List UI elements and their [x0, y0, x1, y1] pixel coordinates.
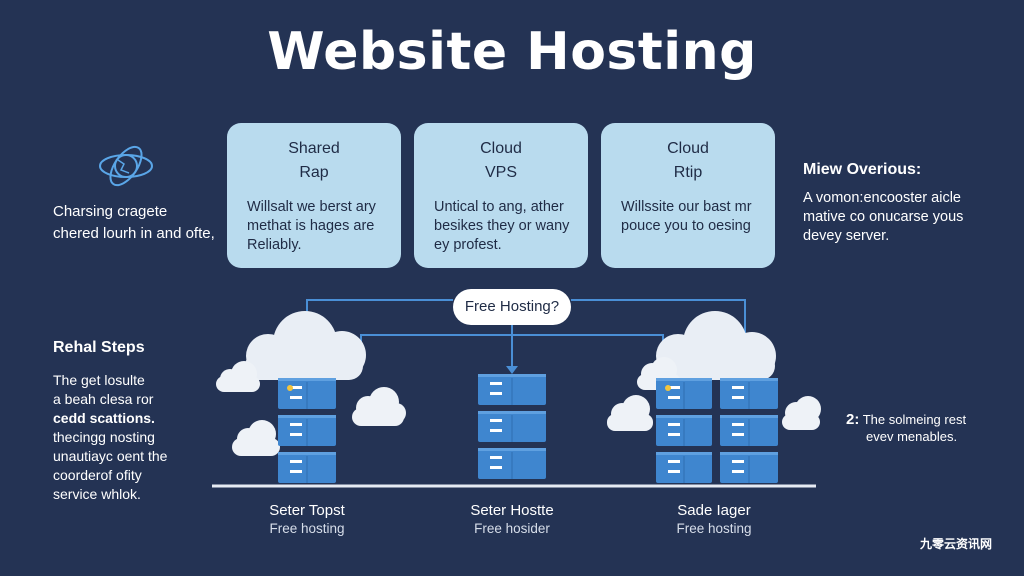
cloud-left: [245, 311, 366, 380]
plan-card-cloud-rtip[interactable]: Cloud Rtip Willssite our bast mr pouce y…: [601, 123, 775, 268]
card-desc-line: Willssite our bast mr: [621, 199, 752, 215]
plan-card-shared[interactable]: Shared Rap Willsalt we berst ary methat …: [227, 123, 401, 268]
text-line: thecingg nosting: [53, 429, 155, 445]
card-title: Cloud: [667, 140, 709, 157]
server-subtitle: Free hosider: [474, 521, 550, 536]
globe-icon: [99, 145, 153, 187]
server-title: Seter Topst: [269, 502, 345, 519]
text-line: mative co onucarse yous: [803, 209, 964, 225]
text-line: The solmeing rest: [862, 412, 967, 427]
text-line: coorderof ofity: [53, 467, 142, 483]
server-caption-center: Seter Hostte Free hosider: [437, 502, 587, 538]
card-title: Shared: [288, 140, 340, 157]
text-line: Charsing cragete: [53, 203, 168, 220]
server-rack-center: [478, 374, 546, 479]
card-subtitle: Rap: [299, 164, 329, 181]
card-subtitle: VPS: [484, 164, 517, 181]
panel-heading: Rehal Steps: [53, 339, 145, 356]
text-line: cedd scattions.: [53, 410, 155, 426]
left-top-text: Charsing cragete chered lourh in and oft…: [53, 201, 215, 245]
server-rack-right-b: [720, 378, 778, 483]
step-number: 2:: [846, 411, 860, 428]
card-desc-line: besikes they or wany: [434, 218, 570, 234]
card-description: Untical to ang, ather besikes they or wa…: [434, 198, 576, 255]
server-subtitle: Free hosting: [269, 521, 345, 536]
server-rack-right-a: [656, 378, 712, 483]
text-line: service whlok.: [53, 486, 141, 502]
server-caption-left: Seter Topst Free hosting: [232, 502, 382, 538]
plan-card-cloud-vps[interactable]: Cloud VPS Untical to ang, ather besikes …: [414, 123, 588, 268]
card-description: Willssite our bast mr pouce you to oesin…: [621, 198, 763, 236]
right-top-panel: Miew Overious: A vomon:encooster aicle m…: [803, 160, 963, 246]
text-line: unautiayc oent the: [53, 448, 168, 464]
cloud-right: [655, 311, 776, 380]
cloud-small: [216, 357, 821, 456]
card-description: Willsalt we berst ary methat is hages ar…: [247, 198, 389, 255]
text-line: a beah clesa ror: [53, 391, 154, 407]
card-desc-line: methat is hages are: [247, 218, 375, 234]
right-steps-panel: 2: The solmeing rest evev menables.: [846, 411, 966, 445]
card-desc-line: Untical to ang, ather: [434, 199, 564, 215]
server-caption-right: Sade Iager Free hosting: [639, 502, 789, 538]
panel-heading: Miew Overious:: [803, 161, 922, 178]
left-steps-panel: Rehal Steps The get losulte a beah clesa…: [53, 338, 167, 504]
server-subtitle: Free hosting: [676, 521, 752, 536]
card-subtitle: Rtip: [673, 164, 703, 181]
server-title: Sade Iager: [677, 502, 751, 519]
card-desc-line: pouce you to oesing: [621, 218, 751, 234]
server-layer: [278, 374, 778, 483]
card-title: Cloud: [480, 140, 522, 157]
text-line: The get losulte: [53, 372, 145, 388]
free-hosting-pill[interactable]: Free Hosting?: [453, 289, 571, 325]
card-desc-line: Willsalt we berst ary: [247, 199, 376, 215]
watermark-text: 九零云资讯网: [920, 537, 993, 551]
text-line: evev menables.: [866, 429, 958, 444]
card-desc-line: Reliably.: [247, 237, 302, 253]
server-rack-left: [278, 378, 336, 483]
text-line: A vomon:encooster aicle: [803, 190, 961, 206]
arrow-down-icon: [506, 366, 518, 374]
server-title: Seter Hostte: [470, 502, 554, 519]
page-title: Website Hosting: [267, 22, 757, 82]
text-line: devey server.: [803, 228, 890, 244]
card-desc-line: ey profest.: [434, 237, 502, 253]
text-line: chered lourh in and ofte,: [53, 225, 215, 242]
